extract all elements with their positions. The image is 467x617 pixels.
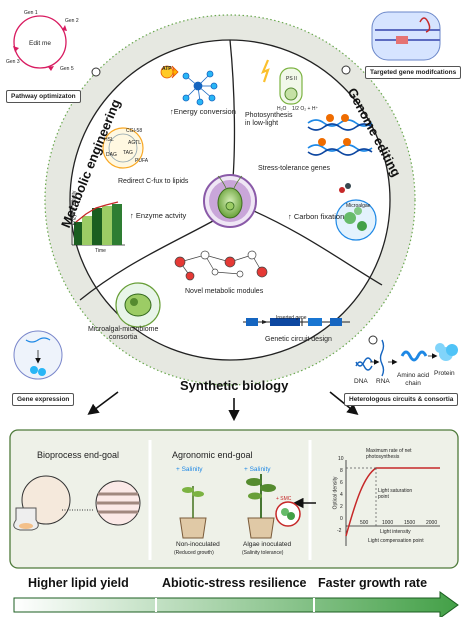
energy-label: ↑Energy conversion <box>170 107 236 116</box>
cgi58-label: CGI-58 <box>126 128 143 134</box>
gene-expression-box: Gene expression <box>12 393 75 406</box>
synthetic-ring-label: Synthetic biology <box>180 378 289 393</box>
ytick-8: 8 <box>340 468 343 474</box>
gene-expression-icon <box>13 330 63 380</box>
crispr-icon <box>371 11 441 61</box>
h2o-label: H₂O <box>277 106 287 112</box>
photosynthesis-label: Photosynthesis in low-light <box>245 112 293 127</box>
stress-label: Stress-tolerance genes <box>258 165 330 172</box>
carbon-label: ↑ Carbon fixation <box>288 212 345 221</box>
genetic-circuit <box>243 318 350 326</box>
saturation-label: Light saturation point <box>378 488 413 500</box>
carbon-microalgae <box>335 183 377 241</box>
xtick-1000: 1000 <box>382 520 394 526</box>
dna-label: DNA <box>354 378 368 385</box>
metabolic-network <box>174 250 268 281</box>
stress-dna <box>307 114 373 156</box>
amino-label: Amino acid chain <box>397 372 430 387</box>
agronomic-label: Agronomic end-goal <box>172 450 253 460</box>
bioprocess-drawings <box>13 475 141 531</box>
ytick-4: 4 <box>340 492 343 498</box>
photosystem-icon <box>260 59 303 105</box>
ytick-10: 10 <box>338 456 344 462</box>
enzyme-axis-label: Enzyme activity <box>71 190 78 226</box>
non-inoculated-label: Non-inoculated <box>176 541 220 548</box>
bioprocess-label: Bioprocess end-goal <box>37 450 120 460</box>
xtick-500: 500 <box>360 520 369 526</box>
ytick-2: 2 <box>340 504 343 510</box>
tag-label: TAG <box>123 150 133 156</box>
ytick-0: 0 <box>340 516 343 522</box>
cycle-gen1-label: Gen 1 <box>24 10 38 16</box>
arrow-left <box>87 391 119 415</box>
xtick-2000: 2000 <box>426 520 438 526</box>
smc-label: + SMC <box>276 496 292 502</box>
targeted-box: Targeted gene modifcations <box>365 66 462 79</box>
dag-label: DAG <box>106 152 117 158</box>
plant-drawings <box>179 474 301 539</box>
compensation-label: Light compensation point <box>368 538 424 544</box>
modules-label: Novel metabolic modules <box>185 288 264 295</box>
atp-label: ATP <box>162 66 172 72</box>
redirect-label: Redirect C-fux to lipids <box>118 178 189 185</box>
microalgae-label: Microalgae <box>346 203 371 209</box>
max-rate-label: Maximum rate of net photosynthesis <box>366 448 412 460</box>
reduced-growth-label: (Reduced growth) <box>174 550 214 556</box>
lipid-pathway <box>102 127 144 169</box>
cycle-center-label: Edit me <box>29 40 52 47</box>
arrow-right <box>329 391 359 416</box>
dogma-flow <box>355 339 458 377</box>
protein-label: Protein <box>434 370 455 377</box>
time-axis-label: Time <box>95 248 106 254</box>
algae-inoculated-label: Algae inoculated <box>243 541 292 548</box>
progress-arrow <box>13 591 459 617</box>
o2-label: 1/2 O₂ + H⁺ <box>292 106 319 112</box>
cycle-gen3-label: Gen 3 <box>6 59 20 65</box>
inserted-gene-label: Inserted gene <box>276 315 307 321</box>
salinity-2-label: + Salinity <box>244 466 271 473</box>
pathway-box: Pathway optimizaton <box>6 90 81 103</box>
enzyme-chart <box>71 200 125 246</box>
ytick-6: 6 <box>340 480 343 486</box>
goal-growth-rate: Faster growth rate <box>318 576 428 590</box>
salinity-tolerance-label: (Salinity tolerance) <box>242 550 284 556</box>
goal-stress-resilience: Abiotic-stress resilience <box>162 576 307 590</box>
center-cell <box>203 174 257 228</box>
circuit-label: Genetic circuit design <box>265 336 332 343</box>
heterologous-box: Heterologous circuits & consortia <box>344 393 459 406</box>
cycle-gen5-label: Gen 5 <box>60 66 74 72</box>
light-curve <box>345 460 440 546</box>
optical-density-label: Optical density <box>332 476 339 510</box>
ytick-neg2: -2 <box>337 528 342 534</box>
pufa-label: PUFA <box>135 158 149 164</box>
consortia-icon <box>115 282 161 328</box>
light-intensity-label: Light intensity <box>380 529 411 535</box>
enzyme-label: ↑ Enzyme actvity <box>130 211 187 220</box>
energy-network <box>160 65 218 106</box>
agtl-label: AGTL <box>128 140 142 146</box>
rna-label: RNA <box>376 378 390 385</box>
salinity-1-label: + Salinity <box>176 466 203 473</box>
consortia-label: Microalgal-microbiome consortia <box>88 326 159 341</box>
hsl-label: HSL <box>104 137 114 143</box>
cycle-gen2-label: Gen 2 <box>65 18 79 24</box>
psii-label: PS II <box>286 76 297 82</box>
pathway-cycle <box>13 15 67 71</box>
goal-lipid-yield: Higher lipid yield <box>28 576 129 590</box>
xtick-1500: 1500 <box>404 520 416 526</box>
